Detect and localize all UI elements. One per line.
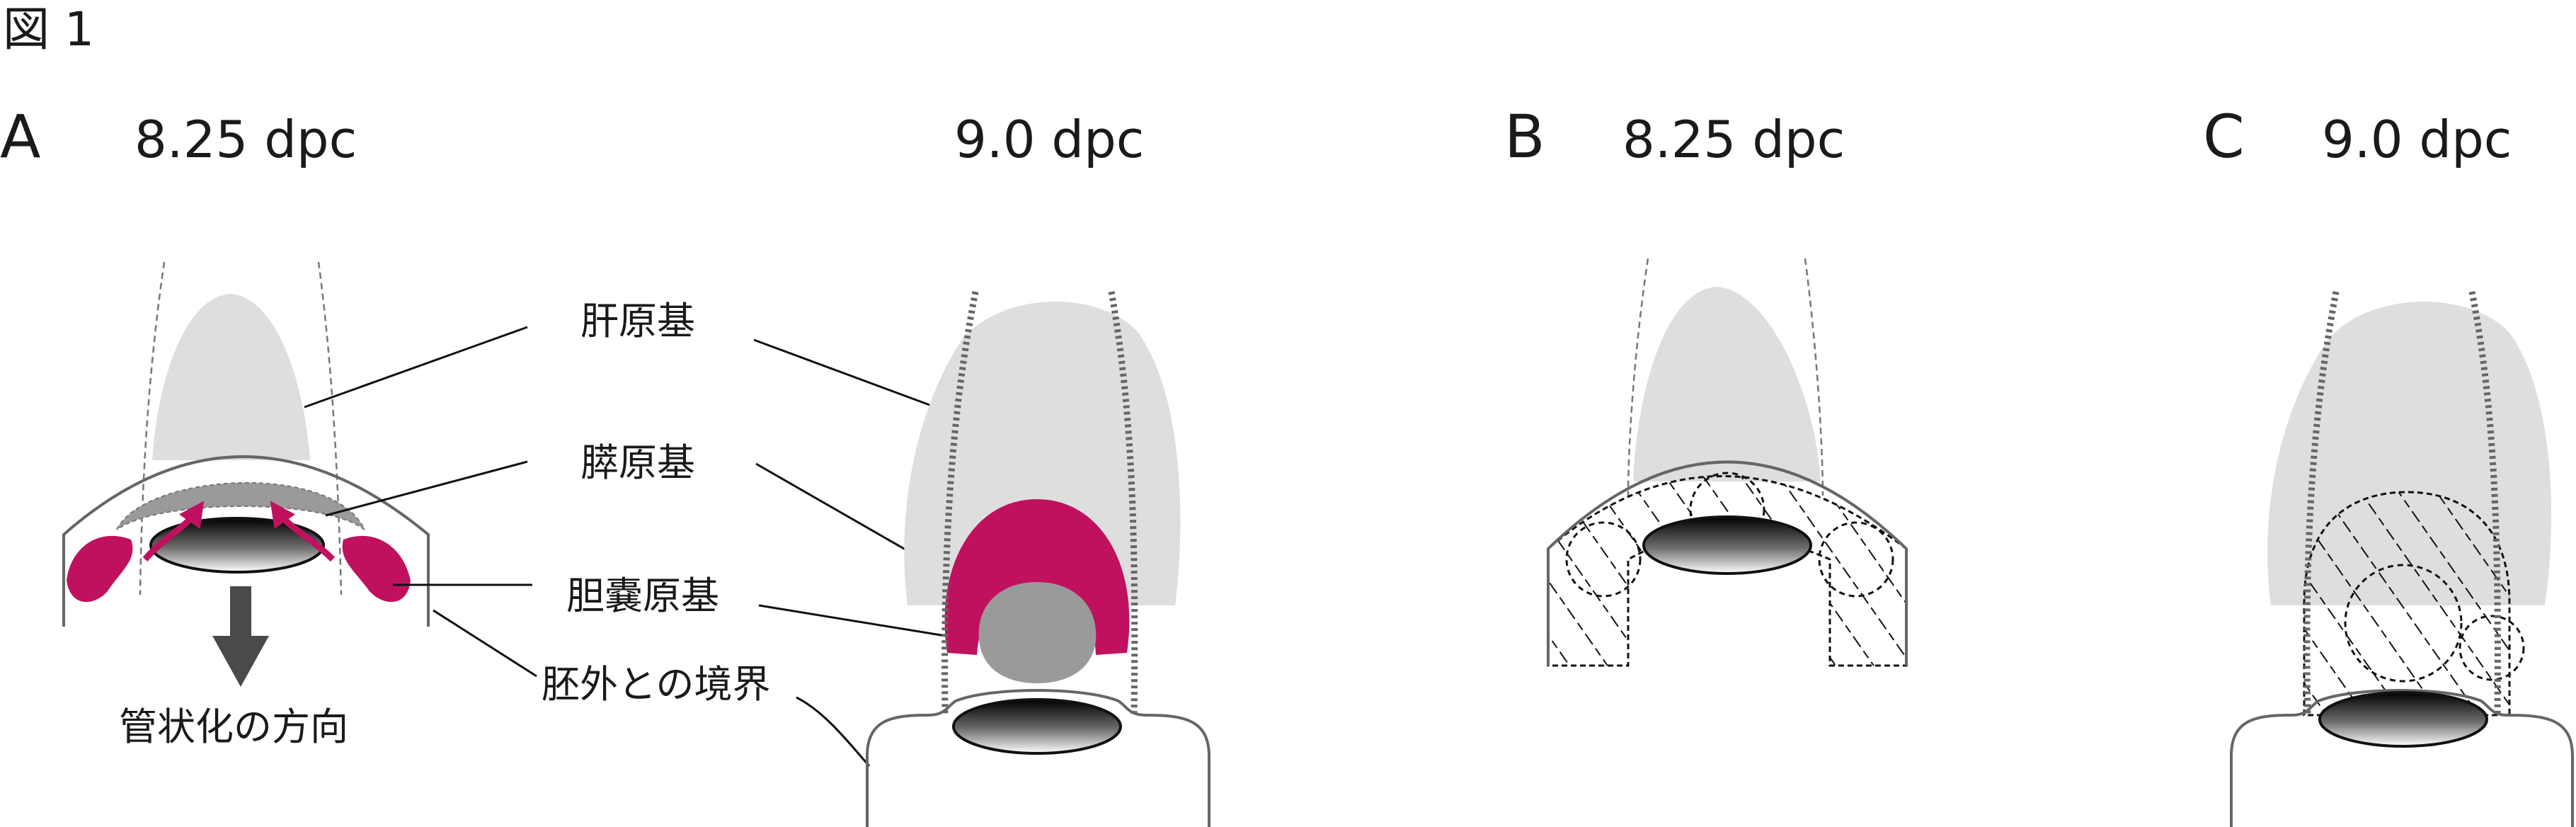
gut-tube-ellipse-b <box>1642 515 1812 575</box>
dashed-circle-b-right <box>1818 521 1894 598</box>
panel-c-letter: C <box>2203 102 2245 171</box>
embryo-side-right-dashed-b <box>1804 258 1824 496</box>
figure-title: 図 1 <box>3 2 94 57</box>
leader-gallbladder-right <box>758 604 963 640</box>
embryo-side-left-dashed <box>139 261 166 595</box>
migration-arrow-right <box>270 501 336 562</box>
tube-direction-arrow-head <box>212 636 269 687</box>
panel-a-left: A 8.25 dpc 管状化の方向 <box>0 102 430 749</box>
embryo-side-right-dotted-c <box>2468 291 2501 716</box>
liver-bud-shape-b <box>1633 287 1821 481</box>
panel-b-stage: 8.25 dpc <box>1622 110 1845 169</box>
leader-liver-left <box>304 326 528 409</box>
extraembryonic-boundary-arch-b <box>1547 460 1908 666</box>
panel-a-right: 9.0 dpc <box>866 110 1210 827</box>
migration-arrow-left <box>142 501 205 561</box>
liver-bud-shape-9 <box>904 301 1181 605</box>
gallbladder-bud-right <box>342 535 411 603</box>
dashed-circle-c-right <box>2458 615 2525 681</box>
panel-c-stage: 9.0 dpc <box>2322 110 2512 169</box>
hatched-endoderm-region-c <box>2303 491 2511 717</box>
dashed-circle-c-center <box>2344 564 2463 683</box>
tube-direction-arrow-shaft <box>230 586 251 637</box>
panel-a-letter: A <box>0 102 40 171</box>
panel-c: C 9.0 dpc <box>2203 102 2574 827</box>
pancreas-bud-label: 膵原基 <box>580 440 695 485</box>
extraembryonic-boundary-c <box>2230 689 2574 827</box>
gallbladder-bud-left <box>67 535 133 603</box>
embryo-side-right-dotted <box>1108 291 1138 716</box>
leader-pancreas-left <box>325 460 528 517</box>
pancreas-bud-9 <box>978 582 1097 683</box>
leader-liver-right <box>753 338 946 412</box>
embryo-side-left-dotted-c <box>2303 291 2340 716</box>
liver-bud-label: 肝原基 <box>580 299 695 343</box>
dashed-circle-b-center <box>1689 472 1765 548</box>
panel-b: B 8.25 dpc <box>1504 102 1908 667</box>
gut-tube-ellipse-c <box>2318 691 2488 748</box>
panel-b-letter: B <box>1504 102 1545 171</box>
extraembryonic-boundary-label: 胚外との境界 <box>542 662 770 707</box>
leader-boundary-right <box>796 696 871 767</box>
embryo-side-right-dashed <box>317 261 343 595</box>
dashed-circle-b-left <box>1565 521 1642 598</box>
leader-boundary-left <box>433 609 537 678</box>
gut-tube-ellipse <box>149 517 325 574</box>
embryo-side-left-dashed-b <box>1627 258 1649 496</box>
panel-a-stage-9-0: 9.0 dpc <box>954 110 1144 169</box>
extraembryonic-boundary-9 <box>866 689 1210 827</box>
gut-tube-ellipse-9 <box>952 698 1122 755</box>
liver-bud-shape <box>152 294 310 460</box>
gallbladder-bud-label: 胆嚢原基 <box>566 574 719 618</box>
gallbladder-bud-9 <box>944 499 1130 655</box>
embryo-side-left-dotted <box>941 291 979 716</box>
extraembryonic-boundary-arch <box>62 455 430 627</box>
panel-a-stage-8-25: 8.25 dpc <box>134 110 357 169</box>
tube-direction-label: 管状化の方向 <box>119 705 348 749</box>
